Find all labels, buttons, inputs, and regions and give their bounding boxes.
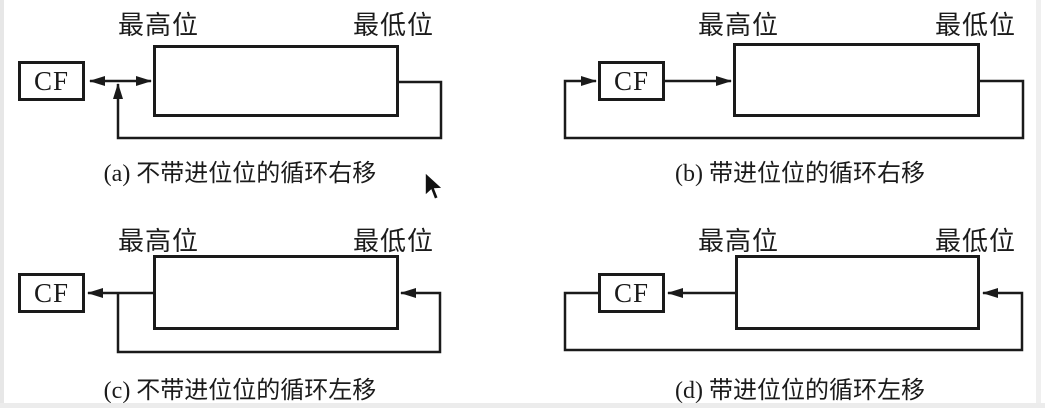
- lsb-label: 最低位: [353, 227, 435, 256]
- left-edge-strip: [0, 0, 4, 408]
- register-box: [733, 43, 980, 117]
- cf-box: CF: [18, 273, 85, 313]
- msb-label: 最高位: [698, 227, 780, 256]
- register-box: [153, 255, 399, 330]
- cf-label: CF: [613, 277, 650, 308]
- lsb-label: 最低位: [353, 11, 435, 40]
- msb-label: 最高位: [118, 11, 200, 40]
- cf-label: CF: [613, 65, 650, 96]
- register-box: [153, 45, 399, 117]
- diagram-rotate-right-with-carry: CF 最高位 最低位 (b) 带进位位的循环右移: [522, 0, 1045, 204]
- msb-label: 最高位: [698, 11, 780, 40]
- lsb-label: 最低位: [935, 227, 1017, 256]
- lsb-label: 最低位: [935, 11, 1017, 40]
- diagram-caption: (a) 不带进位位的循环右移: [103, 161, 377, 187]
- diagram-rotate-right-no-carry: CF 最高位 最低位 (a) 不带进位位的循环右移: [0, 0, 522, 204]
- cf-box: CF: [18, 61, 85, 101]
- cf-box: CF: [598, 61, 665, 101]
- cf-label: CF: [33, 65, 70, 96]
- feedback-loop: [113, 80, 443, 140]
- msb-label: 最高位: [118, 227, 200, 256]
- diagram-rotate-left-with-carry: CF 最高位 最低位 (d) 带进位位的循环左移: [522, 204, 1045, 408]
- bottom-edge-strip: [0, 403, 1045, 408]
- mouse-cursor-icon: [424, 171, 445, 201]
- diagram-caption: (c) 不带进位位的循环左移: [103, 378, 377, 404]
- diagram-caption: (b) 带进位位的循环右移: [675, 161, 925, 187]
- right-edge-strip: [1036, 0, 1041, 408]
- feedback-loop: [116, 288, 442, 354]
- diagram-rotate-left-no-carry: CF 最高位 最低位 (c) 不带进位位的循环左移: [0, 204, 522, 408]
- register-box: [735, 255, 980, 330]
- feedback-loop: [563, 76, 1025, 140]
- cf-box: CF: [598, 273, 665, 313]
- cf-label: CF: [33, 277, 70, 308]
- diagram-caption: (d) 带进位位的循环左移: [675, 378, 925, 404]
- feedback-loop: [563, 288, 1024, 352]
